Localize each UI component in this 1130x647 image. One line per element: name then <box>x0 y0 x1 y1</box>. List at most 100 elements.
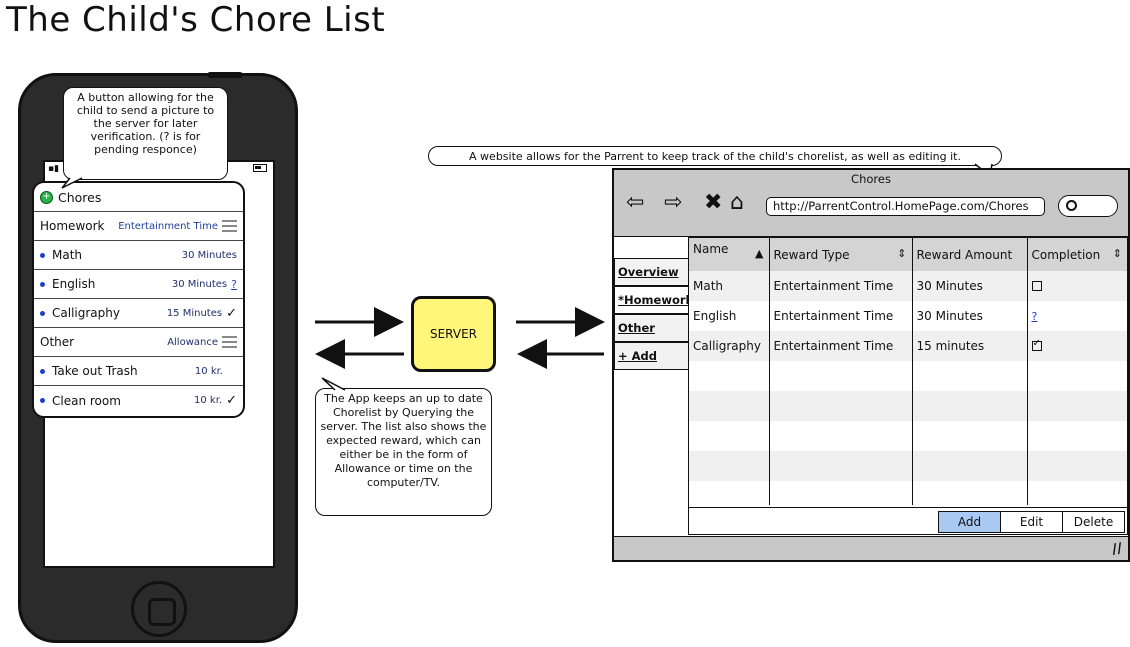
home-button[interactable] <box>131 581 187 637</box>
checkmark-icon: ✓ <box>226 393 237 408</box>
pending-link[interactable]: ? <box>1031 310 1038 323</box>
browser-title: Chores <box>851 172 891 186</box>
chore-list-title: Chores <box>58 189 102 205</box>
column-header-reward-amount[interactable]: Reward Amount <box>911 238 1027 271</box>
checkbox-checked[interactable] <box>1031 338 1042 351</box>
cell-reward-type: Entertainment Time <box>768 331 912 361</box>
cell-name: Calligraphy <box>689 331 769 361</box>
chore-reward: 30 Minutes <box>171 278 228 290</box>
chore-name: Clean room <box>52 393 121 408</box>
chore-reward: 15 Minutes <box>166 307 223 319</box>
bullet-icon <box>40 310 45 316</box>
bullet-icon <box>40 252 45 258</box>
sort-asc-icon[interactable]: ▲ <box>755 247 764 260</box>
chore-item-calligraphy[interactable]: Calligraphy 15 Minutes✓ <box>34 299 243 328</box>
callout-app: The App keeps an up to date Chorelist by… <box>315 388 492 516</box>
add-button[interactable]: Add <box>939 512 1000 532</box>
chore-name: Math <box>52 248 83 262</box>
bullet-icon <box>40 368 45 374</box>
checkmark-icon: ✓ <box>226 305 237 321</box>
table-row-empty <box>689 391 1127 421</box>
tab-add[interactable]: + Add <box>614 342 688 370</box>
browser-window: Chores ⇦ ⇨ ✖ ⌂ http://ParrentControl.Hom… <box>612 168 1130 562</box>
chore-item-trash[interactable]: Take out Trash 10 kr. <box>34 357 243 386</box>
tab-other[interactable]: Other <box>614 314 688 342</box>
url-bar[interactable]: http://ParrentControl.HomePage.com/Chore… <box>766 197 1045 216</box>
chore-list-header: + Chores <box>34 183 243 212</box>
server-box: SERVER <box>411 296 496 372</box>
menu-icon[interactable] <box>222 220 237 232</box>
cell-reward-amount: 15 minutes <box>911 331 1027 361</box>
table-footer <box>688 508 1128 535</box>
close-icon[interactable]: ✖ <box>704 190 723 215</box>
sort-icon[interactable]: ⇕ <box>897 247 907 260</box>
browser-toolbar: Chores ⇦ ⇨ ✖ ⌂ http://ParrentControl.Hom… <box>614 170 1128 237</box>
back-icon[interactable]: ⇦ <box>626 190 645 215</box>
chore-item-clean-room[interactable]: Clean room 10 kr.✓ <box>34 386 243 415</box>
group-name: Other <box>40 335 75 349</box>
browser-status-bar: // <box>614 536 1128 560</box>
cell-completion[interactable] <box>1026 271 1127 301</box>
column-label: Name <box>693 241 729 256</box>
home-icon[interactable]: ⌂ <box>730 190 744 215</box>
table-row-empty <box>689 421 1127 451</box>
bullet-icon <box>40 281 45 287</box>
group-name: Homework <box>40 219 105 233</box>
table-row[interactable]: Math Entertainment Time 30 Minutes <box>689 271 1127 301</box>
group-other[interactable]: Other Allowance <box>34 328 243 357</box>
cell-reward-amount: 30 Minutes <box>911 301 1027 331</box>
table-row-empty <box>689 451 1127 481</box>
callout-website: A website allows for the Parrent to keep… <box>428 146 1002 166</box>
phone-status-bar: ▪▮ <box>45 162 273 176</box>
tab-homework[interactable]: *Homework <box>614 286 688 314</box>
action-buttons: Add Edit Delete <box>938 511 1125 533</box>
side-tabs: Overview *Homework Other + Add <box>614 258 688 370</box>
search-input[interactable] <box>1058 195 1118 217</box>
cell-name: Math <box>689 271 769 301</box>
forward-icon[interactable]: ⇨ <box>664 190 683 215</box>
callout-send-picture: A button allowing for the child to send … <box>63 87 228 180</box>
table-row[interactable]: Calligraphy Entertainment Time 15 minute… <box>689 331 1127 361</box>
column-header-name[interactable]: Name ▲ <box>689 238 769 271</box>
send-picture-icon[interactable]: + <box>40 190 53 204</box>
chore-item-math[interactable]: Math 30 Minutes <box>34 241 243 270</box>
delete-button[interactable]: Delete <box>1062 512 1124 532</box>
resize-grip-icon[interactable]: // <box>1110 540 1124 558</box>
chore-reward: 10 kr. <box>194 365 223 377</box>
column-label: Reward Amount <box>916 247 1013 262</box>
cell-reward-amount: 30 Minutes <box>911 271 1027 301</box>
column-label: Reward Type <box>773 247 850 262</box>
group-reward: Allowance <box>167 336 218 348</box>
cell-completion[interactable]: ? <box>1026 301 1127 331</box>
cell-completion[interactable] <box>1026 331 1127 361</box>
cell-name: English <box>689 301 769 331</box>
chore-name: Take out Trash <box>52 364 138 378</box>
column-header-completion[interactable]: Completion⇕ <box>1026 238 1127 271</box>
page-title: The Child's Chore List <box>6 0 386 40</box>
bullet-icon <box>40 398 45 403</box>
table-row-empty <box>689 481 1127 505</box>
table-row[interactable]: English Entertainment Time 30 Minutes ? <box>689 301 1127 331</box>
edit-button[interactable]: Edit <box>1000 512 1062 532</box>
cell-reward-type: Entertainment Time <box>768 271 912 301</box>
menu-icon[interactable] <box>222 336 237 348</box>
chore-table: Name ▲ Reward Type ⇕ Reward Amount Complet… <box>688 237 1128 508</box>
battery-icon <box>253 164 267 172</box>
column-header-reward-type[interactable]: Reward Type ⇕ <box>768 238 912 271</box>
chore-list-panel: + Chores Homework Entertainment Time Mat… <box>32 181 245 418</box>
chore-name: English <box>52 277 96 291</box>
pending-status[interactable]: ? <box>231 277 237 291</box>
phone-speaker <box>207 72 243 78</box>
checkbox-unchecked[interactable] <box>1031 281 1042 291</box>
sort-icon[interactable]: ⇕ <box>1112 247 1122 260</box>
callout-tail-button <box>61 177 83 189</box>
tab-overview[interactable]: Overview <box>614 258 688 286</box>
callout-tail-app <box>321 377 346 391</box>
chore-reward: 10 kr. <box>194 395 223 406</box>
chore-name: Calligraphy <box>52 306 120 320</box>
chore-item-english[interactable]: English 30 Minutes? <box>34 270 243 299</box>
chore-reward: 30 Minutes <box>181 249 237 261</box>
cell-reward-type: Entertainment Time <box>768 301 912 331</box>
group-reward: Entertainment Time <box>118 220 218 232</box>
group-homework[interactable]: Homework Entertainment Time <box>34 212 243 241</box>
